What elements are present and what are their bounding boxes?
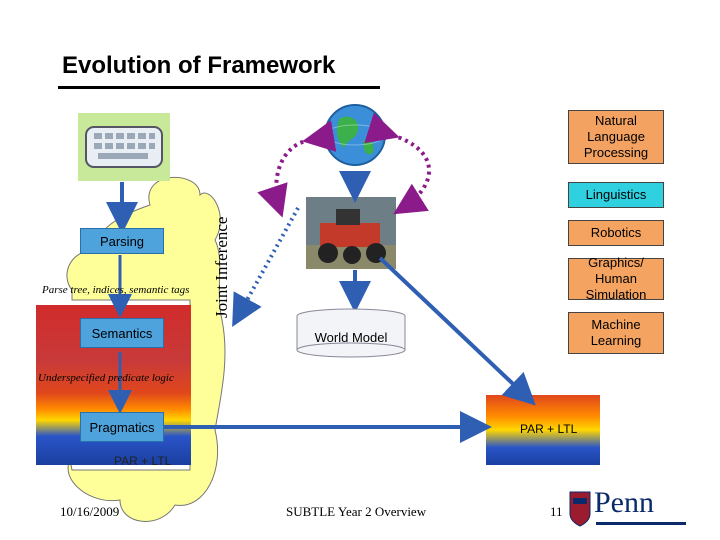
underspecified-label: Underspecified predicate logic: [38, 372, 174, 384]
title-underline: [58, 86, 380, 89]
legend-robotics: Robotics: [568, 220, 664, 246]
par-ltl-gradient: [486, 395, 600, 465]
legend-ml: Machine Learning: [568, 312, 664, 354]
legend-nlp: Natural Language Processing: [568, 110, 664, 164]
legend-linguistics: Linguistics: [568, 182, 664, 208]
parse-tree-label: Parse tree, indices, semantic tags: [42, 284, 190, 296]
arrow-purple-left: [257, 120, 337, 218]
arrow-world-cloud: [232, 207, 300, 327]
legend-graphics: Graphics/ Human Simulation: [568, 255, 664, 302]
semantics-box: Semantics: [80, 318, 164, 348]
footer-date: 10/16/2009: [60, 504, 120, 519]
par-ltl-left-label: PAR + LTL: [114, 454, 172, 468]
parsing-box: Parsing: [80, 228, 164, 254]
arrow-robot-par: [378, 256, 536, 406]
world-model-label: World Model: [314, 330, 388, 345]
par-ltl-right-label: PAR + LTL: [520, 422, 578, 436]
penn-logo: Penn: [568, 486, 692, 528]
joint-inference-label: Joint Inference: [212, 216, 231, 318]
footer-title: SUBTLE Year 2 Overview: [286, 504, 427, 519]
penn-logo-text: Penn: [594, 486, 654, 519]
keyboard-icon: [78, 113, 170, 181]
slide-title: Evolution of Framework: [62, 52, 336, 79]
arrow-purple-right: [364, 112, 431, 215]
pragmatics-box: Pragmatics: [80, 412, 164, 442]
footer-page: 11: [550, 504, 563, 519]
world-model-cylinder: [296, 308, 406, 358]
